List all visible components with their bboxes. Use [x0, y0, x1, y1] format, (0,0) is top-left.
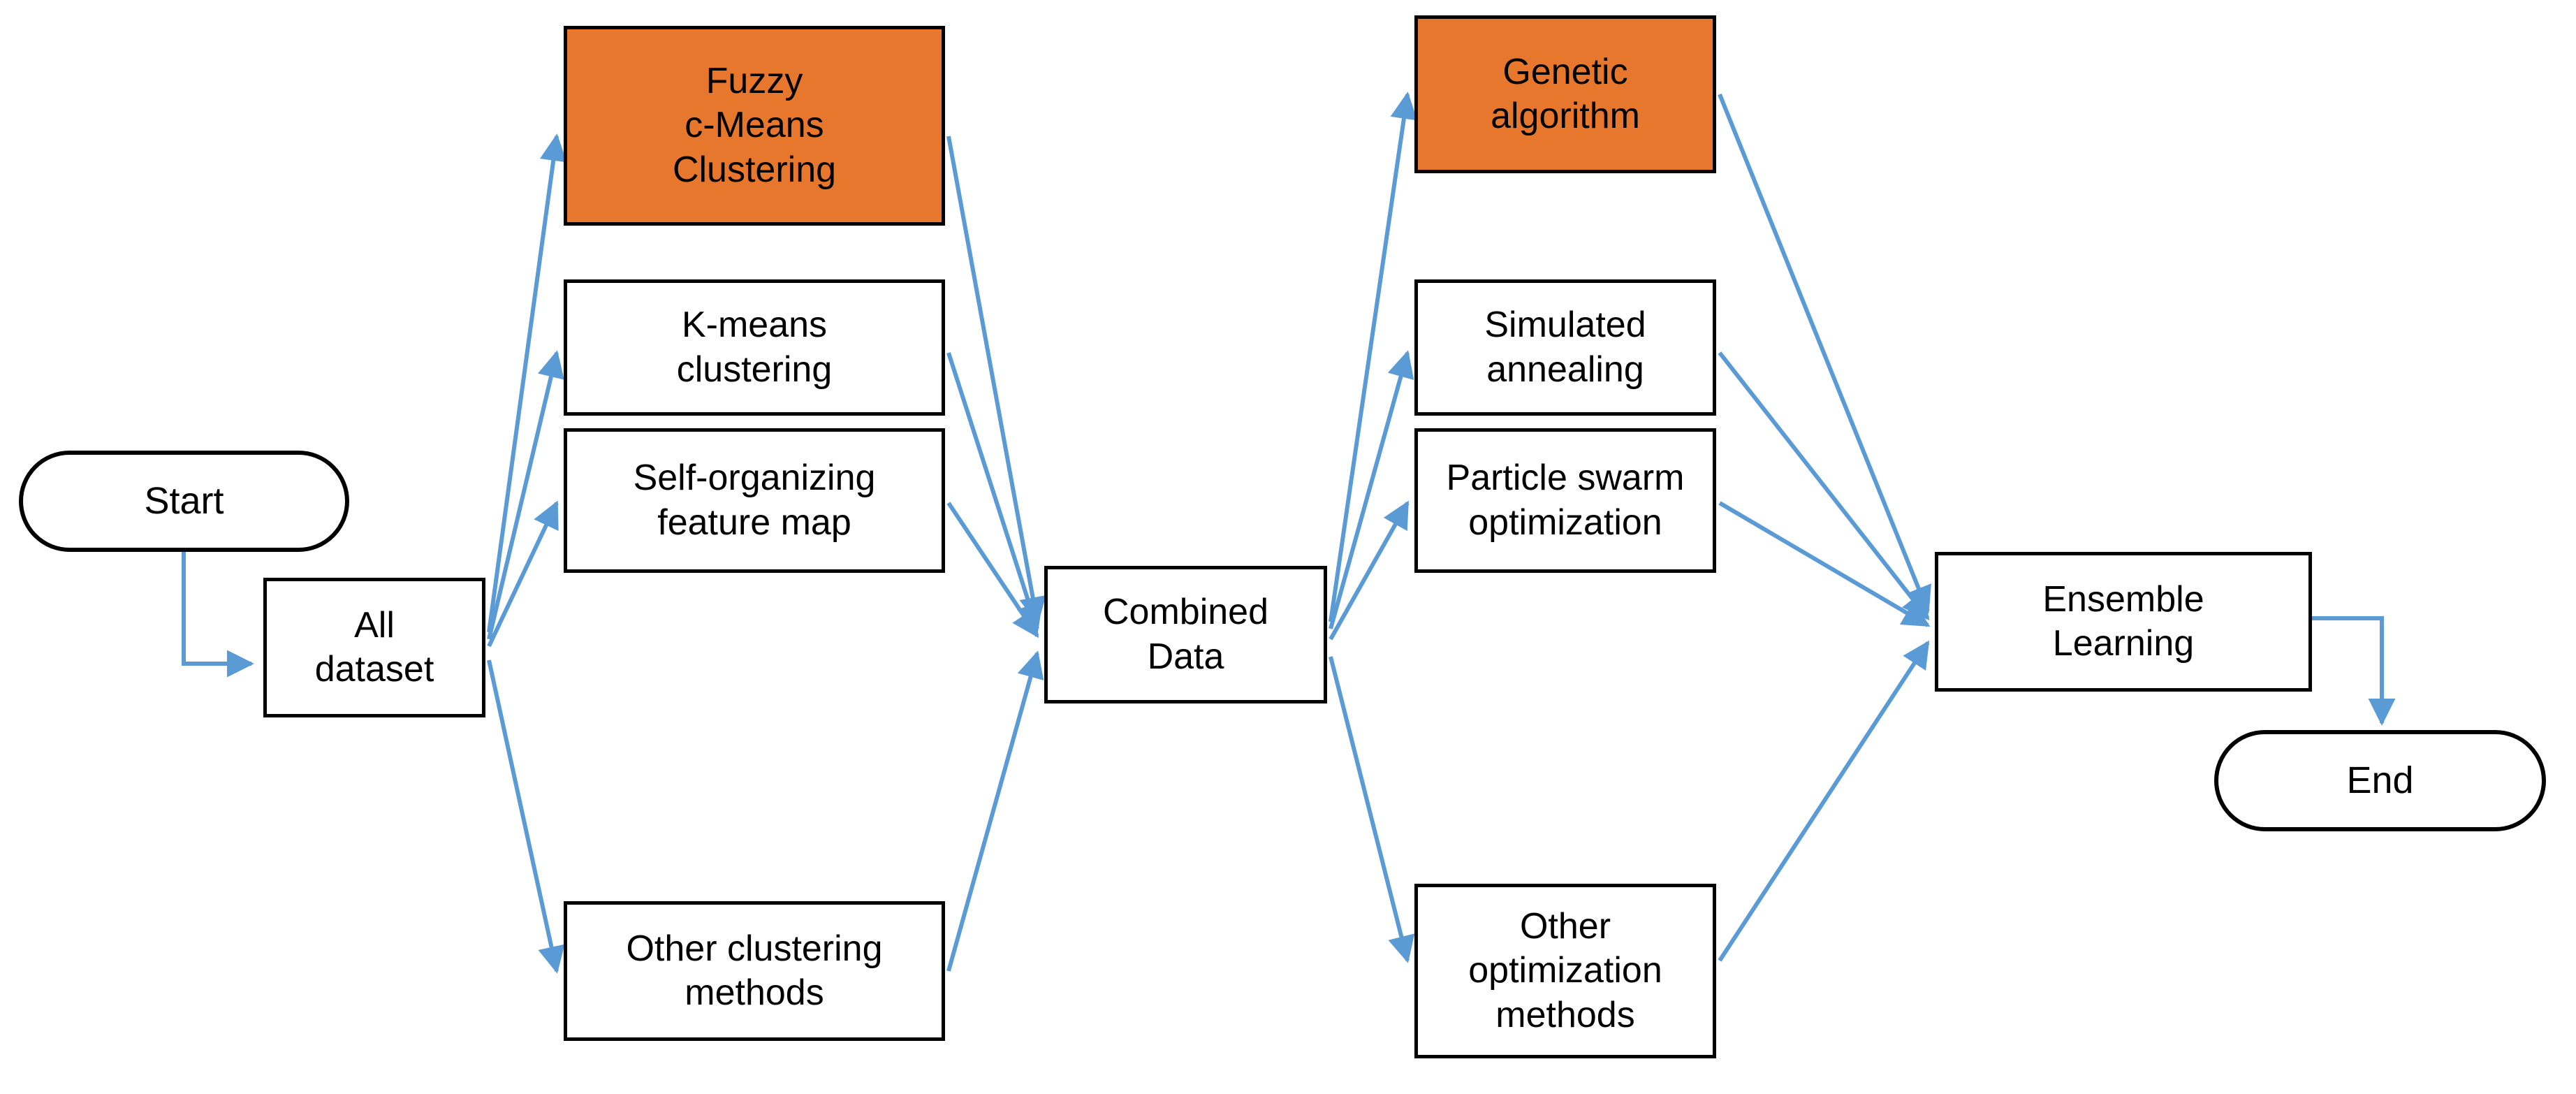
edge-simulated-annealing-to-ensemble-learning	[1718, 351, 1930, 621]
node-all-dataset-label: All dataset	[314, 604, 434, 690]
node-ensemble-learning-label: Ensemble Learning	[2042, 578, 2204, 664]
edge-combined-data-to-particle-swarm	[1329, 500, 1410, 641]
node-other-optimization[interactable]: Other optimization methods	[1414, 884, 1716, 1058]
edge-combined-data-to-simulated-annealing	[1329, 350, 1414, 629]
edge-all-dataset-to-self-organizing-map	[487, 500, 559, 648]
node-other-clustering[interactable]: Other clustering methods	[564, 901, 945, 1041]
edge-combined-data-to-other-optimization	[1329, 656, 1415, 963]
node-start[interactable]: Start	[19, 451, 349, 552]
node-fuzzy-c-means[interactable]: Fuzzy c-Means Clustering	[564, 26, 945, 226]
edge-all-dataset-to-k-means	[487, 350, 564, 640]
edge-all-dataset-to-fuzzy-c-means	[487, 133, 567, 633]
node-combined-data-label: Combined Data	[1102, 592, 1269, 677]
edge-other-clustering-to-combined-data	[946, 650, 1044, 972]
node-all-dataset[interactable]: All dataset	[263, 578, 485, 717]
edge-particle-swarm-to-ensemble-learning	[1718, 501, 1931, 627]
node-k-means-label: K-means clustering	[676, 305, 833, 390]
node-simulated-annealing[interactable]: Simulated annealing	[1414, 279, 1716, 416]
node-start-label: Start	[144, 479, 224, 522]
node-self-organizing-map[interactable]: Self-organizing feature map	[564, 428, 945, 573]
node-self-organizing-map-label: Self-organizing feature map	[633, 458, 876, 543]
node-end-label: End	[2346, 759, 2414, 801]
edge-all-dataset-to-other-clustering	[487, 659, 565, 974]
node-particle-swarm[interactable]: Particle swarm optimization	[1414, 428, 1716, 573]
edge-ensemble-learning-to-end	[2312, 616, 2396, 726]
node-other-clustering-label: Other clustering methods	[626, 928, 883, 1013]
node-fuzzy-c-means-label: Fuzzy c-Means Clustering	[672, 60, 837, 190]
edge-other-optimization-to-ensemble-learning	[1718, 640, 1930, 962]
node-end[interactable]: End	[2214, 730, 2546, 831]
node-particle-swarm-label: Particle swarm optimization	[1446, 458, 1685, 543]
node-ensemble-learning[interactable]: Ensemble Learning	[1935, 552, 2312, 692]
node-genetic-algorithm[interactable]: Genetic algorithm	[1414, 15, 1716, 173]
node-other-optimization-label: Other optimization methods	[1468, 905, 1662, 1035]
edge-k-means-to-combined-data	[946, 352, 1043, 632]
edge-genetic-algorithm-to-ensemble-learning	[1718, 93, 1931, 614]
node-genetic-algorithm-label: Genetic algorithm	[1491, 51, 1640, 136]
node-simulated-annealing-label: Simulated annealing	[1484, 305, 1646, 390]
node-combined-data[interactable]: Combined Data	[1044, 566, 1327, 703]
node-k-means[interactable]: K-means clustering	[564, 279, 945, 416]
edge-fuzzy-c-means-to-combined-data	[946, 136, 1046, 625]
edge-start-to-all-dataset	[182, 552, 254, 678]
edge-combined-data-to-genetic-algorithm	[1329, 92, 1418, 622]
edge-self-organizing-map-to-combined-data	[946, 502, 1039, 639]
